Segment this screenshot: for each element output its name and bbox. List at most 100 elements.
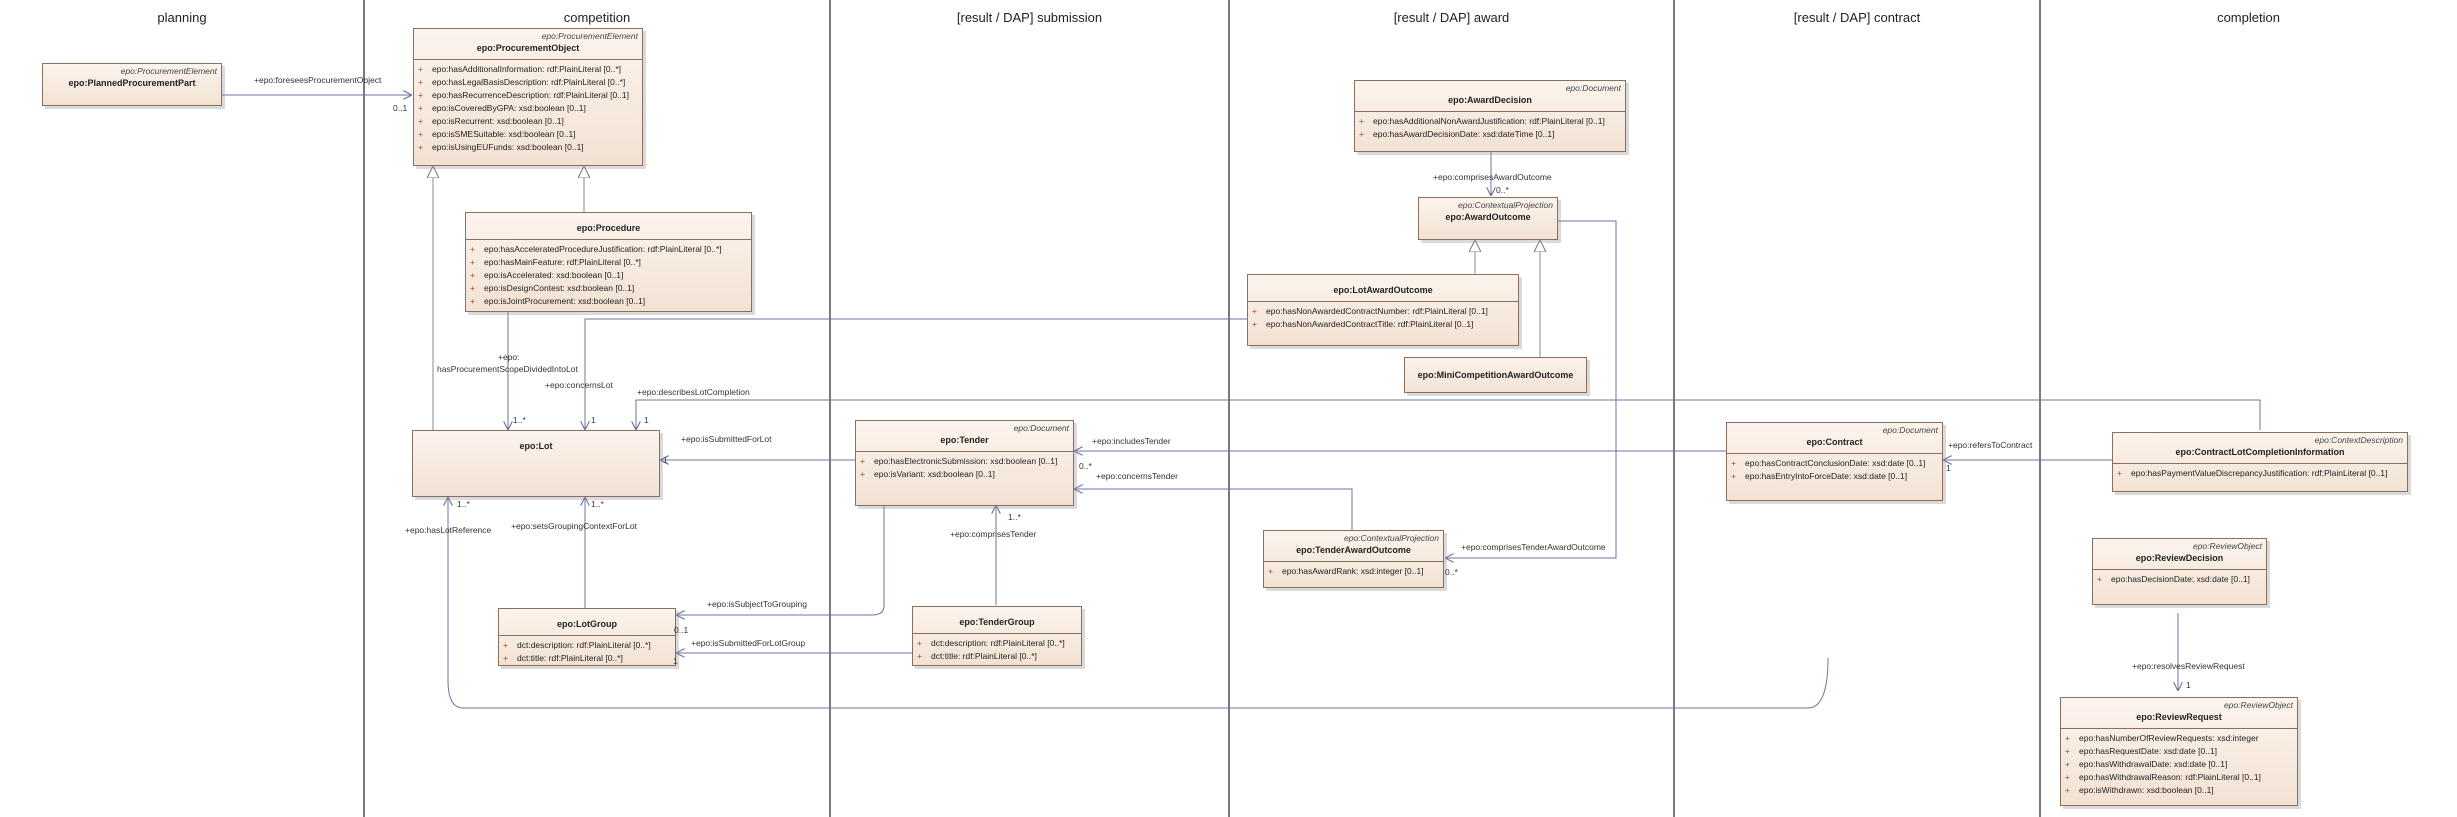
class-name: epo:Lot xyxy=(519,441,553,451)
visibility-marker: + xyxy=(418,129,423,139)
visibility-marker: + xyxy=(2065,772,2070,782)
class-name: epo:ContractLotCompletionInformation xyxy=(2175,447,2345,457)
attribute-text: epo:hasAdditionalNonAwardJustification: … xyxy=(1373,116,1605,126)
class-lot[interactable]: epo:Lot xyxy=(412,430,660,497)
attribute-row: +epo:hasElectronicSubmission: xsd:boolea… xyxy=(860,455,1069,468)
class-mini-competition-award-outcome[interactable]: epo:MiniCompetitionAwardOutcome xyxy=(1404,357,1587,393)
class-tender[interactable]: epo:Document epo:Tender +epo:hasElectron… xyxy=(855,420,1074,506)
attribute-row: +epo:hasAdditionalInformation: rdf:Plain… xyxy=(418,63,638,76)
mult-submitted-for-lot: 1 xyxy=(663,455,668,465)
visibility-marker: + xyxy=(860,456,865,466)
attribute-list: + epo:hasAcceleratedProcedureJustificatio… xyxy=(466,239,751,311)
class-name: epo:LotAwardOutcome xyxy=(1333,285,1433,295)
visibility-marker: + xyxy=(2065,759,2070,769)
visibility-marker: + xyxy=(1731,458,1736,468)
mult-subject-to-grouping: 0..1 xyxy=(674,625,689,635)
mult-comprises-tender: 1..* xyxy=(1008,512,1021,522)
label-divided-into-lot-1: +epo: xyxy=(498,352,520,362)
attribute-text: epo:isWithdrawn: xsd:boolean [0..1] xyxy=(2079,785,2214,795)
visibility-marker: + xyxy=(1731,471,1736,481)
visibility-marker: + xyxy=(418,64,423,74)
label-submitted-for-lot: +epo:isSubmittedForLot xyxy=(681,434,772,444)
label-submitted-for-lot-group: +epo:isSubmittedForLotGroup xyxy=(691,638,806,648)
attribute-row: +dct:title: rdf:PlainLiteral [0..*] xyxy=(917,650,1077,663)
attribute-text: dct:description: rdf:PlainLiteral [0..*] xyxy=(517,640,651,650)
class-name: epo:ReviewDecision xyxy=(2135,553,2224,563)
class-name: epo:TenderGroup xyxy=(959,617,1035,627)
attribute-row: +epo:isAccelerated: xsd:boolean [0..1] xyxy=(470,269,747,282)
label-describes-lot-completion: +epo:describesLotCompletion xyxy=(637,387,750,397)
class-tender-award-outcome[interactable]: epo:ContextualProjection epo:TenderAward… xyxy=(1263,530,1444,588)
visibility-marker: + xyxy=(470,296,475,306)
attribute-row: + epo:hasEntryIntoForceDate: xsd:date [0.… xyxy=(1731,470,1938,483)
class-review-request[interactable]: epo:ReviewObject epo:ReviewRequest +epo:… xyxy=(2060,697,2298,806)
stereotype: epo:ProcurementElement xyxy=(120,66,217,76)
class-tender-group[interactable]: epo:TenderGroup +dct:description: rdf:Pl… xyxy=(912,606,1082,666)
attribute-row: +epo:isWithdrawn: xsd:boolean [0..1] xyxy=(2065,784,2293,797)
class-contract[interactable]: epo:Document epo:Contract +epo:hasContra… xyxy=(1726,422,1943,501)
stereotype: epo:Document xyxy=(1013,423,1069,433)
attribute-text: epo:hasWithdrawalReason: rdf:PlainLitera… xyxy=(2079,772,2261,782)
class-name: epo:AwardDecision xyxy=(1448,95,1532,105)
label-concerns-lot: +epo:concernsLot xyxy=(545,380,613,390)
class-name: epo:MiniCompetitionAwardOutcome xyxy=(1417,370,1574,380)
stereotype: epo:ReviewObject xyxy=(2224,700,2293,710)
attribute-row: + epo:hasWithdrawalReason: rdf:PlainLiter… xyxy=(2065,771,2293,784)
attribute-row: +dct:description: rdf:PlainLiteral [0..*… xyxy=(917,637,1077,650)
lane-competition-title: competition xyxy=(563,10,631,25)
mult-describes-lot: 1 xyxy=(644,415,649,425)
attribute-row: +epo:hasLegalBasisDescription: rdf:Plain… xyxy=(418,76,638,89)
attribute-text: dct:title: rdf:PlainLiteral [0..*] xyxy=(517,653,623,663)
attribute-text: epo:isSMESuitable: xsd:boolean [0..1] xyxy=(432,129,576,139)
visibility-marker: + xyxy=(1268,566,1273,576)
visibility-marker: + xyxy=(860,469,865,479)
class-procedure[interactable]: epo:Procedure +epo:hasAcceleratedProcedu… xyxy=(465,212,752,312)
label-sets-grouping-context: +epo:setsGroupingContextForLot xyxy=(511,521,637,531)
visibility-marker: + xyxy=(1359,116,1364,126)
class-lot-group[interactable]: epo:LotGroup + dct:description: rdf:Plain… xyxy=(498,608,676,666)
class-award-decision[interactable]: epo:Document epo:AwardDecision +epo:hasA… xyxy=(1354,80,1626,152)
class-lot-award-outcome[interactable]: epo:LotAwardOutcome +epo:hasNonAwardedCo… xyxy=(1247,274,1519,346)
attribute-text: epo:hasAwardDecisionDate: xsd:dateTime [… xyxy=(1373,129,1555,139)
label-includes-tender: +epo:includesTender xyxy=(1092,436,1171,446)
attribute-list: + epo:hasAdditionalNonAwardJustification:… xyxy=(1355,111,1625,144)
class-name: epo:AwardOutcome xyxy=(1445,212,1531,222)
label-comprises-award-outcome: +epo:comprisesAwardOutcome xyxy=(1433,172,1552,182)
attribute-list: +epo:hasNonAwardedContractNumber: rdf:Pl… xyxy=(1248,301,1518,334)
attribute-text: epo:isUsingEUFunds: xsd:boolean [0..1] xyxy=(432,142,584,152)
attribute-row: +epo:hasNonAwardedContractNumber: rdf:Pl… xyxy=(1252,305,1514,318)
attribute-list: + dct:description: rdf:PlainLiteral [0..*… xyxy=(499,635,675,668)
attribute-text: epo:hasRequestDate: xsd:date [0..1] xyxy=(2079,746,2217,756)
visibility-marker: + xyxy=(470,283,475,293)
attribute-text: epo:isCoveredByGPA: xsd:boolean [0..1] xyxy=(432,103,586,113)
class-planned-procurement-part[interactable]: epo:ProcurementElement epo:PlannedProcur… xyxy=(42,63,222,106)
stereotype: epo:ProcurementElement xyxy=(541,31,638,41)
class-review-decision[interactable]: epo:ReviewObject epo:ReviewDecision +epo… xyxy=(2092,538,2267,605)
attribute-row: +epo:hasRequestDate: xsd:date [0..1] xyxy=(2065,745,2293,758)
lane-completion-title: completion xyxy=(2217,10,2280,25)
mult-submitted-for-lot-group: 1 xyxy=(673,656,678,666)
attribute-row: +epo:hasPaymentValueDiscrepancyJustifica… xyxy=(2117,467,2403,480)
class-contract-lot-completion-information[interactable]: epo:ContextDescription epo:ContractLotCo… xyxy=(2112,432,2408,492)
attribute-text: epo:hasNonAwardedContractNumber: rdf:Pla… xyxy=(1266,306,1488,316)
visibility-marker: + xyxy=(418,103,423,113)
visibility-marker: + xyxy=(503,653,508,663)
attribute-text: epo:hasNumberOfReviewRequests: xsd:integ… xyxy=(2079,733,2259,743)
class-procurement-object[interactable]: epo:ProcurementElement epo:ProcurementOb… xyxy=(413,28,643,166)
attribute-text: epo:isDesignContest: xsd:boolean [0..1] xyxy=(484,283,635,293)
swimlane-dividers xyxy=(363,0,2041,817)
attribute-text: epo:hasEntryIntoForceDate: xsd:date [0..… xyxy=(1745,471,1908,481)
attribute-list: +epo:hasContractConclusionDate: xsd:date… xyxy=(1727,453,1942,486)
visibility-marker: + xyxy=(1359,129,1364,139)
association-lines xyxy=(222,95,2261,709)
mult-concerns-tender: 0..* xyxy=(1079,461,1092,471)
attribute-row: +epo:hasContractConclusionDate: xsd:date… xyxy=(1731,457,1938,470)
label-refers-to-contract: +epo:refersToContract xyxy=(1948,440,2033,450)
attribute-text: epo:hasMainFeature: rdf:PlainLiteral [0.… xyxy=(484,257,641,267)
attribute-text: epo:hasAcceleratedProcedureJustification… xyxy=(484,244,722,254)
class-name: epo:LotGroup xyxy=(557,619,617,629)
class-award-outcome[interactable]: epo:ContextualProjection epo:AwardOutcom… xyxy=(1418,197,1558,240)
attribute-list: +epo:hasDecisionDate: xsd:date [0..1] xyxy=(2093,569,2266,589)
attribute-row: +epo:hasNonAwardedContractTitle: rdf:Pla… xyxy=(1252,318,1514,331)
class-name: epo:Tender xyxy=(940,435,989,445)
